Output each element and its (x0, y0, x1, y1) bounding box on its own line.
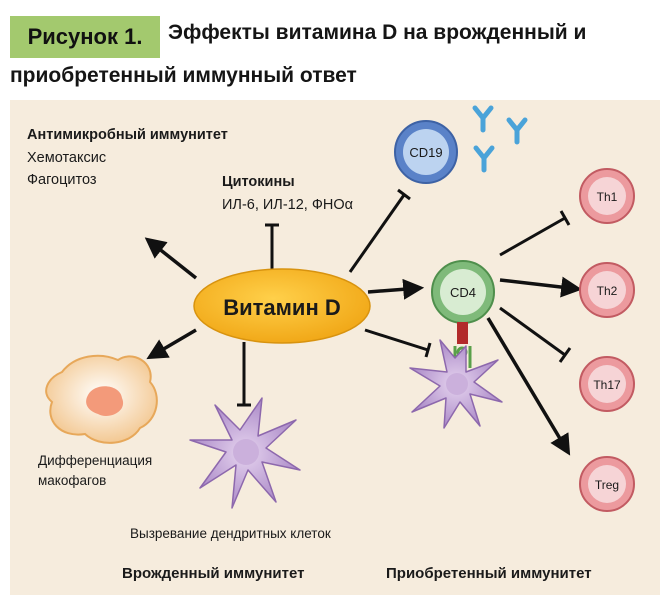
inhibit-th1 (499, 210, 571, 257)
inhibit-cd19 (348, 188, 411, 273)
antimicrobial-heading: Антимикробный иммунитет (27, 127, 228, 143)
arrow-to-antimicrobial (144, 237, 198, 280)
arrow-to-th2 (499, 276, 583, 298)
figure-title: Эффекты витамина D на врожденный и (168, 21, 587, 44)
dendritic-nucleus-innate (233, 439, 259, 465)
diagram-panel (10, 100, 660, 595)
treg-cell: Treg (579, 456, 635, 512)
antibody-icon (472, 105, 528, 173)
cd19-label: CD19 (409, 145, 442, 160)
arrow-to-cd4 (367, 278, 425, 300)
macrophage-label-line2: макофагов (38, 473, 106, 488)
th1-cell: Th1 (579, 168, 635, 224)
cd19-nucleus (403, 129, 449, 175)
arrow-to-treg (486, 317, 571, 456)
inhibit-cytokines (265, 223, 279, 273)
th2-cell: Th2 (579, 262, 635, 318)
dendritic-label: Вызревание дендритных клеток (130, 526, 331, 541)
arrow-to-macrophage (146, 328, 197, 360)
inhibit-dendritic-acquired (364, 328, 432, 358)
vitamin-d-label: Витамин D (223, 295, 341, 320)
inhibit-dendritic-innate (237, 342, 251, 407)
acquired-immunity-label: Приобретенный иммунитет (386, 565, 592, 582)
phagocytosis-label: Фагоцитоз (27, 172, 97, 188)
innate-immunity-label: Врожденный иммунитет (122, 565, 304, 582)
cytokines-list: ИЛ-6, ИЛ-12, ФНОα (222, 197, 353, 213)
treg-label: Treg (595, 478, 619, 492)
figure-label: Рисунок 1. (10, 16, 160, 58)
figure-title-line2: приобретенный иммунный ответ (10, 64, 357, 87)
dendritic-nucleus-acquired (446, 373, 468, 395)
macrophage-label-line1: Дифференциация (38, 453, 152, 468)
tcr-receptor (457, 322, 468, 344)
th2-label: Th2 (597, 284, 618, 298)
inhibit-th17 (499, 306, 572, 363)
cd4-label: CD4 (450, 285, 476, 300)
cd4-nucleus (440, 269, 486, 315)
vitamin-d-node (193, 268, 371, 344)
chemotaxis-label: Хемотаксис (27, 150, 106, 166)
th17-label: Th17 (593, 378, 621, 392)
th17-cell: Th17 (579, 356, 635, 412)
th1-label: Th1 (597, 190, 618, 204)
cytokines-heading: Цитокины (222, 174, 295, 190)
macrophage-nucleus (86, 386, 124, 417)
